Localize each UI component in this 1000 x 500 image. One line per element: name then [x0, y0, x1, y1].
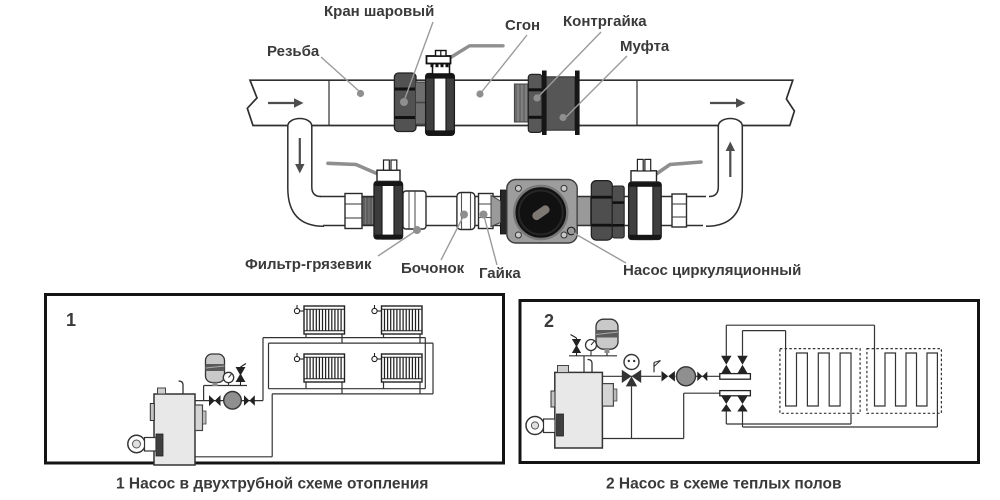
svg-text:2 Насос в схеме теплых полов: 2 Насос в схеме теплых полов	[606, 476, 842, 493]
svg-text:Резьба: Резьба	[267, 43, 320, 60]
svg-text:Контргайка: Контргайка	[563, 13, 647, 30]
svg-text:Кран шаровый: Кран шаровый	[324, 3, 434, 20]
svg-text:Сгон: Сгон	[505, 17, 540, 34]
svg-text:Фильтр-грязевик: Фильтр-грязевик	[245, 256, 372, 273]
svg-text:Насос циркуляционный: Насос циркуляционный	[623, 262, 801, 279]
svg-text:Муфта: Муфта	[620, 38, 670, 55]
svg-text:1: 1	[66, 310, 76, 330]
svg-text:2: 2	[544, 311, 554, 331]
svg-text:Бочонок: Бочонок	[401, 260, 465, 277]
svg-text:1 Насос в двухтрубной схеме от: 1 Насос в двухтрубной схеме отопления	[116, 476, 428, 493]
svg-text:Гайка: Гайка	[479, 265, 521, 282]
